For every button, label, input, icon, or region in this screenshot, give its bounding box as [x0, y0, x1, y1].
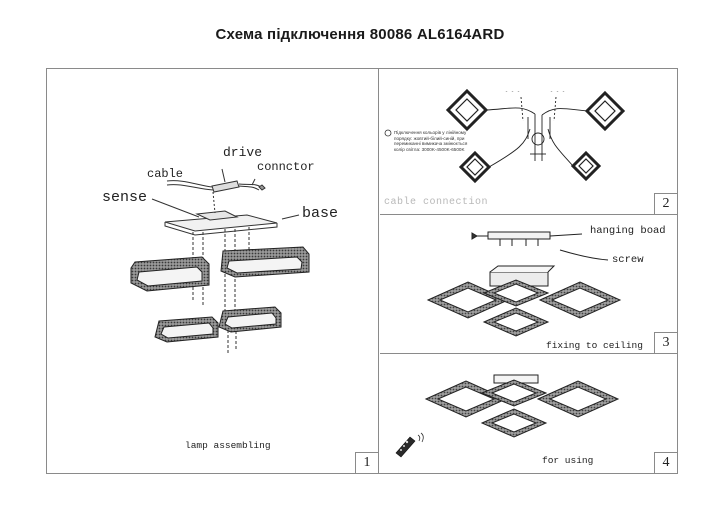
- panel-number: 3: [654, 332, 677, 353]
- caption-lamp-assembling: lamp assembling: [185, 440, 271, 451]
- label-sense: sense: [102, 189, 148, 206]
- caption-cable-connection: cable connection: [384, 197, 489, 208]
- panel-cable-connection: - - - - - - Підключення кольорів у ліній…: [380, 69, 677, 215]
- panel-number: 1: [355, 452, 378, 473]
- panel-for-using: for using 4: [380, 355, 677, 473]
- label-base: base: [302, 205, 339, 222]
- label-screw: screw: [612, 254, 644, 266]
- svg-text:- - -: - - -: [550, 89, 565, 95]
- ceiling-fixing-drawing: [426, 231, 622, 337]
- cable-connection-drawing: - - - - - -: [384, 88, 626, 184]
- label-connector: connctor: [257, 160, 315, 174]
- svg-text:- - -: - - -: [505, 89, 520, 95]
- page-title: Схема підключення 80086 AL6164ARD: [215, 26, 505, 43]
- panel-number: 2: [654, 193, 677, 214]
- caption-fixing-to-ceiling: fixing to ceiling: [546, 340, 643, 351]
- caption-for-using: for using: [542, 455, 594, 466]
- usage-drawing: [395, 374, 620, 458]
- label-cable: cable: [147, 167, 184, 181]
- instruction-sheet: drive cable connctor sense base lamp ass…: [46, 68, 678, 474]
- panel-fixing-to-ceiling: hanging boad screw fixing to ceiling 3: [380, 216, 677, 354]
- remote-control-icon: [395, 432, 424, 458]
- label-drive: drive: [223, 145, 263, 160]
- wiring-note: Підключення кольорів у лінійному порядку…: [394, 130, 468, 152]
- assembly-drawing: [130, 168, 310, 354]
- label-hanging-board: hanging boad: [590, 225, 666, 237]
- panel-number: 4: [654, 452, 677, 473]
- panel-lamp-assembling: drive cable connctor sense base lamp ass…: [47, 69, 379, 473]
